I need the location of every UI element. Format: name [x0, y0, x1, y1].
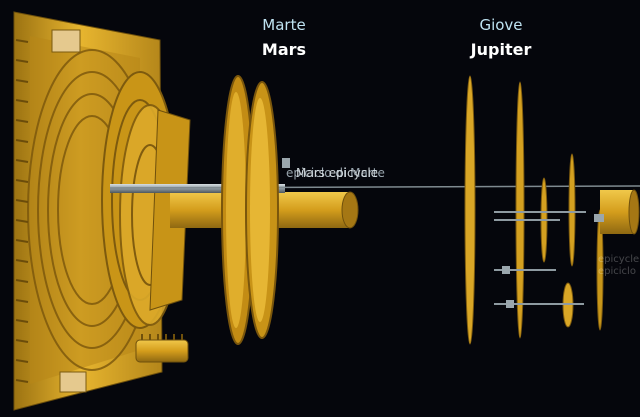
jupiter-pin-1 — [502, 266, 510, 274]
central-axle — [109, 184, 640, 193]
mars-label-en: Mars — [261, 40, 307, 59]
plate-gear-cluster — [101, 71, 191, 363]
jupiter-gear-large — [464, 75, 476, 345]
mars-epicycle-label-it: epiciclo di Marte — [286, 166, 385, 180]
epicycle-faint-label-it: epiciclo — [598, 266, 636, 277]
jupiter-gear-2 — [515, 81, 525, 339]
mars-gear-front — [221, 75, 255, 345]
jupiter-gear-4 — [568, 153, 576, 267]
mars-epicycle-label-en: Mars epicycle — [296, 166, 379, 180]
mars-gear-back — [245, 81, 279, 339]
epicycle-pin — [282, 158, 290, 168]
epicycle-faint-label-en: epicycle — [598, 254, 640, 265]
jupiter-label-en: Jupiter — [470, 40, 532, 59]
mars-label-it: Marte — [262, 16, 306, 34]
jupiter-pin-2 — [506, 300, 514, 308]
jupiter-label-it: Giove — [479, 16, 523, 34]
jupiter-drum — [594, 189, 640, 235]
